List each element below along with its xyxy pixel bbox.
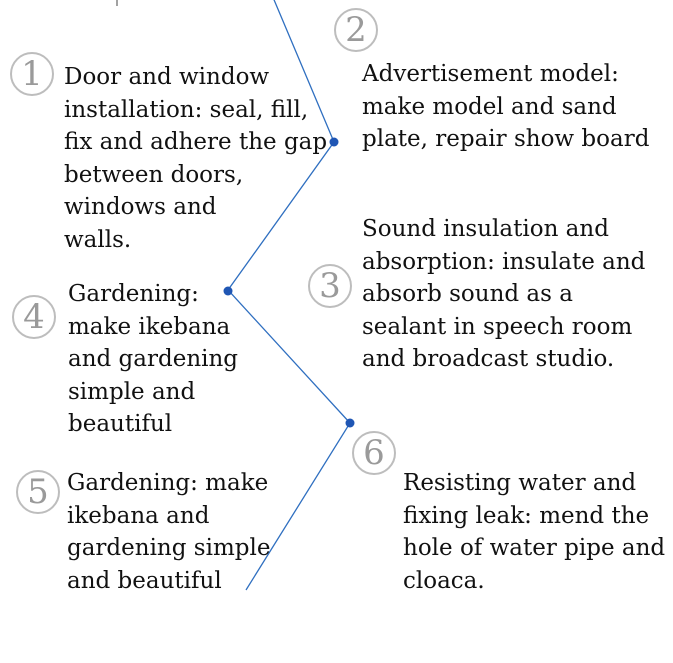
item-6-text: Resisting water and fixing leak: mend th… (403, 470, 666, 594)
item-3-text: Sound insulation and absorption: insulat… (362, 216, 646, 372)
node-dot-3 (345, 418, 355, 428)
number-circle-3: 3 (308, 264, 352, 308)
number-circle-1: 1 (10, 52, 54, 96)
node-dot-1 (329, 137, 339, 147)
item-2-text: Advertisement model: make model and sand… (362, 61, 650, 152)
number-circle-4: 4 (12, 295, 56, 339)
number-circle-2: 2 (334, 8, 378, 52)
number-circle-6: 6 (352, 431, 396, 475)
number-circle-5: 5 (16, 470, 60, 514)
node-dot-2 (223, 286, 233, 296)
item-5-text: Gardening: make ikebana and gardening si… (67, 470, 271, 594)
item-1-text: Door and window installation: seal, fill… (64, 64, 328, 253)
item-4-text: Gardening: make ikebana and gardening si… (68, 281, 239, 437)
